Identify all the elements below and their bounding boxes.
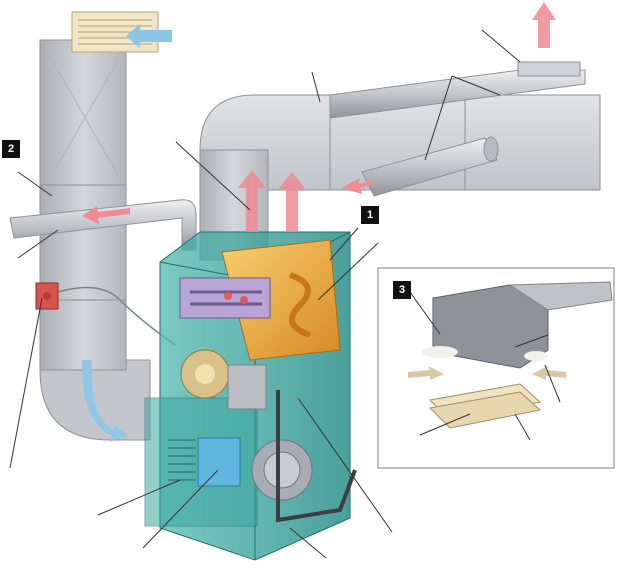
cool-air-arrow: [81, 360, 128, 442]
cool-air-arrow: [126, 24, 172, 48]
heat-exchanger: [221, 239, 341, 361]
warm-air-arrow: [82, 206, 130, 224]
callout-badge-1: 1: [361, 206, 379, 224]
blower-fan: [197, 437, 313, 501]
callout-badge-3: 3: [393, 281, 411, 299]
leader-lines: [9, 29, 561, 559]
callout-badge-2: 2: [2, 140, 20, 158]
warm-air-arrow: [342, 178, 374, 194]
air-filter: [168, 439, 196, 481]
gas-pipe: [276, 390, 357, 523]
return-duct: [39, 39, 151, 441]
branch-duct-top: [329, 61, 586, 119]
branch-duct-diagonal: [361, 136, 499, 197]
inset-panel: [377, 267, 615, 469]
inducer-motor: [180, 349, 267, 410]
warm-air-arrows-center: [238, 170, 306, 232]
branch-duct-left: [9, 199, 197, 251]
warm-air-arrow: [532, 2, 556, 48]
burner-assembly: [179, 277, 271, 319]
